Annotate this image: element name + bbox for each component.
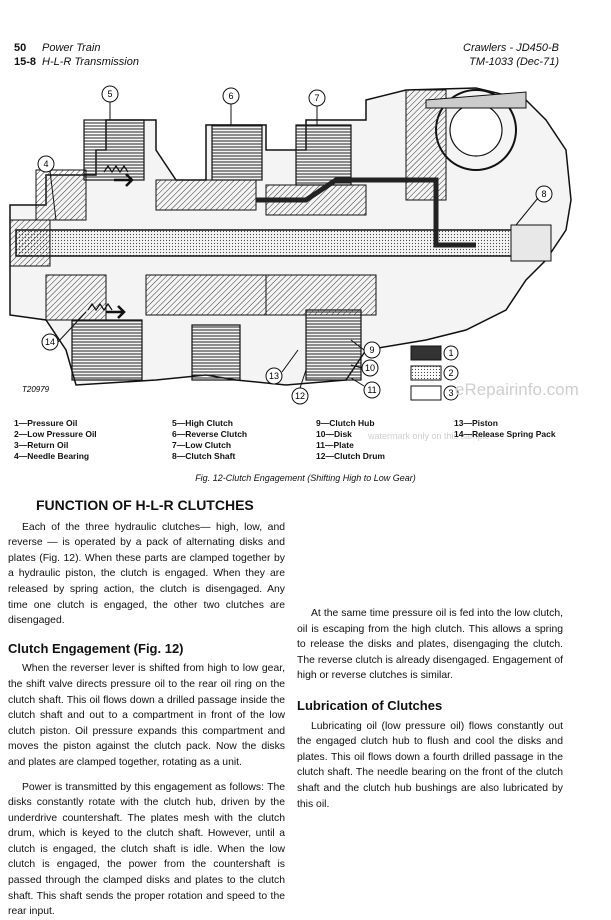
clutch-cross-section-diagram: 1 2 3 5 6 7 4 8 14 9 10 11 13 12 T20979 xyxy=(9,85,572,405)
section-title: Power Train xyxy=(42,42,101,54)
callout-14: 14 xyxy=(41,311,87,351)
article-title: FUNCTION OF H-L-R CLUTCHES xyxy=(36,497,254,513)
svg-text:7: 7 xyxy=(314,93,319,103)
article-left-column: FUNCTION OF H-L-R CLUTCHES Each of the t… xyxy=(8,497,285,920)
svg-text:5: 5 xyxy=(107,89,112,99)
low-clutch-pack-upper xyxy=(295,124,352,186)
page-header-left-top: 50 Power Train xyxy=(14,42,100,54)
callout-10: 10 xyxy=(350,359,379,377)
key-return-oil xyxy=(410,385,442,401)
page-header-left-bottom: 15-8 H-L-R Transmission xyxy=(14,56,139,68)
legend-col-2: 5—High Clutch 6—Reverse Clutch 7—Low Clu… xyxy=(172,418,248,461)
lower-clutch-pack-center xyxy=(191,324,241,381)
manual-tm: TM-1033 (Dec-71) xyxy=(469,56,559,68)
figure-code: T20979 xyxy=(22,385,50,394)
key-pressure-oil xyxy=(410,345,442,361)
svg-text:8: 8 xyxy=(541,189,546,199)
callout-5: 5 xyxy=(101,85,119,120)
article-right-column: At the same time pressure oil is fed int… xyxy=(297,498,563,812)
figure-caption: Fig. 12-Clutch Engagement (Shifting High… xyxy=(195,473,416,483)
callout-9: 9 xyxy=(350,339,381,359)
intro-paragraph: Each of the three hydraulic clutches— hi… xyxy=(8,521,285,627)
callout-8: 8 xyxy=(515,185,553,226)
key-label-3: 3 xyxy=(448,388,453,398)
svg-text:6: 6 xyxy=(228,91,233,101)
legend-col-3: 9—Clutch Hub 10—Disk 11—Plate 12—Clutch … xyxy=(316,418,385,461)
legend-col-1: 1—Pressure Oil 2—Low Pressure Oil 3—Retu… xyxy=(14,418,97,461)
svg-text:12: 12 xyxy=(295,391,305,401)
page-number: 50 xyxy=(14,42,27,54)
engagement-paragraph-1: When the reverser lever is shifted from … xyxy=(8,663,285,768)
manual-title: Crawlers - JD450-B xyxy=(463,42,559,54)
watermark: eRepairinfo.com xyxy=(455,380,579,399)
key-low-pressure-oil xyxy=(410,365,442,381)
callout-7: 7 xyxy=(308,89,326,125)
page-ref: 15-8 xyxy=(14,56,37,68)
lubrication-heading: Lubrication of Clutches xyxy=(297,697,443,713)
callout-13: 13 xyxy=(265,349,299,385)
key-label-2: 2 xyxy=(448,368,453,378)
callout-4: 4 xyxy=(37,155,57,221)
lower-clutch-pack-left xyxy=(71,319,143,381)
svg-text:9: 9 xyxy=(369,345,374,355)
legend-col-4: 13—Piston 14—Release Spring Pack xyxy=(454,418,556,439)
svg-text:11: 11 xyxy=(367,385,376,395)
svg-text:13: 13 xyxy=(269,371,279,381)
callout-6: 6 xyxy=(222,87,240,125)
release-spring-pack xyxy=(87,302,113,312)
key-label-1: 1 xyxy=(448,348,453,358)
engagement-heading: Clutch Engagement (Fig. 12) xyxy=(8,640,184,656)
subsection-title: H-L-R Transmission xyxy=(42,56,139,68)
svg-text:10: 10 xyxy=(365,363,375,373)
watermark-sub: watermark only on this sample xyxy=(368,431,490,441)
engagement-paragraph-2: Power is transmitted by this engagement … xyxy=(8,781,285,918)
svg-text:4: 4 xyxy=(43,159,48,169)
callout-12: 12 xyxy=(291,369,309,405)
lubrication-paragraph: Lubricating oil (low pressure oil) flows… xyxy=(297,720,563,810)
low-clutch-pack xyxy=(305,309,362,381)
svg-text:14: 14 xyxy=(45,337,55,347)
pressure-oil-passage xyxy=(256,177,476,248)
high-clutch-pack xyxy=(83,119,145,181)
reverse-clutch-pack xyxy=(211,124,263,181)
callout-11: 11 xyxy=(350,377,381,399)
engagement-paragraph-3: At the same time pressure oil is fed int… xyxy=(297,608,563,682)
